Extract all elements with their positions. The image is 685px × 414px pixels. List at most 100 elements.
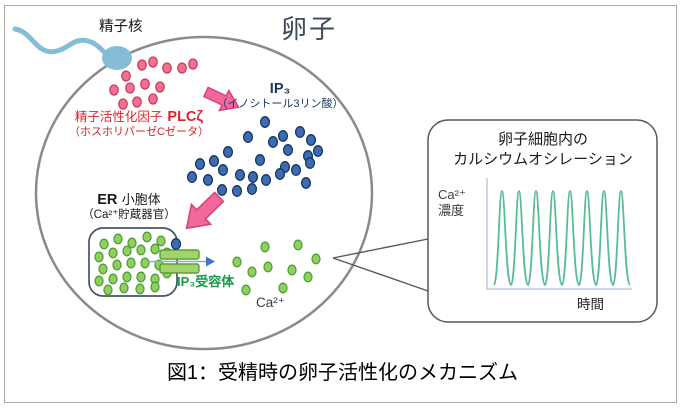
dot <box>254 154 266 166</box>
ip3-label-desc: （イノシトール3リン酸） <box>216 98 344 110</box>
chart-x-axis-label: 時間 <box>577 297 604 312</box>
dot <box>260 241 270 253</box>
dot <box>241 284 251 296</box>
dot <box>188 58 198 70</box>
callout-title-line2: カルシウムオシレーション <box>453 151 633 168</box>
dot <box>259 116 271 128</box>
dot <box>282 144 294 156</box>
figure-border <box>4 5 677 403</box>
dot <box>136 244 146 256</box>
dot <box>290 164 302 176</box>
dot <box>263 261 273 273</box>
dot <box>99 238 109 250</box>
calcium-release-arrow-head <box>206 256 215 267</box>
dot <box>162 62 172 74</box>
dot <box>177 62 187 74</box>
dot <box>217 164 229 176</box>
dot <box>103 284 113 296</box>
dot <box>293 239 303 251</box>
plcz-label: 精子活性化因子 PLCζ （ホスホリパーゼCゼータ） <box>50 110 228 140</box>
oscillation-chart <box>486 178 632 290</box>
ip3-receptor-label: IP₃受容体 <box>177 274 235 289</box>
dot <box>277 130 289 142</box>
plcz-label-name: PLCζ <box>167 109 204 125</box>
dot <box>148 56 158 68</box>
dot <box>121 70 131 82</box>
sperm-icon <box>12 26 132 70</box>
dot <box>304 157 316 169</box>
dot <box>135 283 145 295</box>
er-label-name: ER <box>97 192 118 208</box>
ip3-to-er-arrow-icon <box>185 191 225 230</box>
chart-y-axis-label-line2: 濃度 <box>438 203 465 218</box>
dot <box>294 126 306 138</box>
dot <box>113 233 123 245</box>
dot <box>260 174 272 186</box>
dot <box>142 231 152 243</box>
dot <box>125 82 135 94</box>
dot <box>202 174 214 186</box>
dot <box>303 271 313 283</box>
dot <box>274 168 286 180</box>
dot <box>155 81 165 93</box>
egg-label: 卵子 <box>281 14 338 44</box>
er-label: ER 小胞体 （Ca²⁺貯蔵器官） <box>62 192 196 223</box>
dot <box>231 185 243 197</box>
plcz-label-desc: （ホスホリパーゼCゼータ） <box>69 126 209 138</box>
dot <box>150 243 160 255</box>
er-label-desc: （Ca²⁺貯蔵器官） <box>82 209 176 221</box>
callout-title: 卵子細胞内の カルシウムオシレーション <box>430 130 656 170</box>
dot <box>127 237 137 249</box>
sperm-head <box>102 46 132 70</box>
callout-pointer-lower-line <box>332 257 429 292</box>
dot <box>122 271 132 283</box>
dot <box>94 275 104 287</box>
dot <box>136 271 146 283</box>
dot <box>287 264 297 276</box>
ip3-label-name: IP₃ <box>269 81 291 97</box>
dot <box>150 281 160 293</box>
dot <box>140 78 150 90</box>
ip3-dot-at-receptor <box>170 238 182 250</box>
egg-cell-circle <box>34 35 374 351</box>
dot <box>246 183 258 195</box>
plcz-to-ip3-arrow-icon <box>202 86 240 112</box>
dot <box>156 235 166 247</box>
callout-pointer-upper-line <box>332 238 429 259</box>
dot <box>148 93 158 105</box>
plcz-label-prefix: 精子活性化因子 <box>74 110 163 124</box>
dot <box>140 257 150 269</box>
chart-y-axis-label: Ca²⁺ 濃度 <box>438 187 466 219</box>
ip3-dots <box>186 116 324 197</box>
dot <box>122 245 132 257</box>
oscillation-path <box>493 190 631 287</box>
callout-title-line1: 卵子細胞内の <box>497 131 588 148</box>
dot <box>216 184 228 196</box>
dot <box>132 96 142 108</box>
figure-caption: 図1：受精時の卵子活性化のメカニズム <box>166 362 519 384</box>
dot <box>108 273 118 285</box>
ip3-receptor-channel-icon <box>159 249 200 274</box>
dot <box>305 134 317 146</box>
dot <box>108 247 118 259</box>
er-label-suffix: 小胞体 <box>121 192 161 207</box>
dot <box>186 171 198 183</box>
dot <box>312 145 324 157</box>
dot <box>311 253 321 265</box>
dot <box>247 171 259 183</box>
callout-box <box>427 119 658 323</box>
chart-y-axis-label-line1: Ca²⁺ <box>438 187 466 202</box>
dot <box>118 98 128 110</box>
dot <box>194 158 206 170</box>
dot <box>109 84 119 96</box>
dot <box>98 263 108 275</box>
sperm-tail <box>12 26 106 55</box>
dot <box>126 257 136 269</box>
ip3-label: IP₃ （イノシトール3リン酸） <box>205 82 355 112</box>
dot <box>267 136 279 148</box>
dot <box>137 59 147 71</box>
dot <box>234 169 246 181</box>
dot <box>278 282 288 294</box>
dot <box>222 146 234 158</box>
dot <box>300 177 312 189</box>
